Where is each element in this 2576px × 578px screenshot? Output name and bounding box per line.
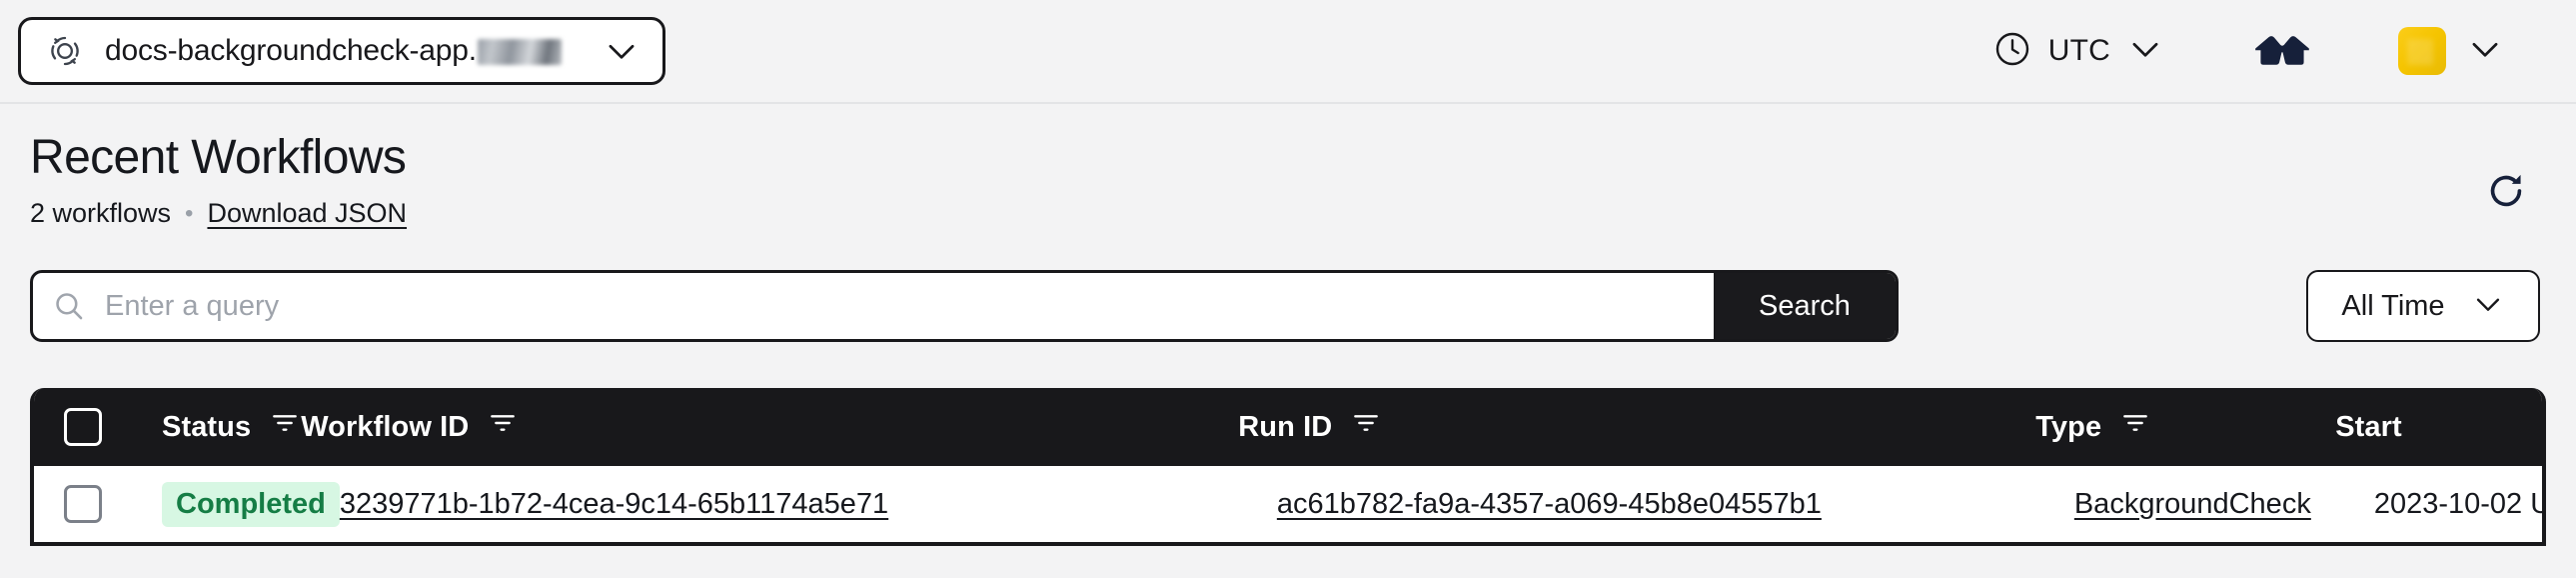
column-label: Workflow ID	[301, 410, 470, 443]
namespace-selector[interactable]: docs-backgroundcheck-app.	[18, 17, 665, 85]
chevron-down-icon[interactable]	[2126, 30, 2164, 73]
refresh-icon[interactable]	[2478, 163, 2534, 219]
download-json-link[interactable]: Download JSON	[207, 198, 408, 228]
column-label: Type	[2035, 410, 2102, 443]
filter-icon[interactable]	[269, 407, 301, 447]
time-range-value: All Time	[2341, 289, 2445, 322]
search-bar: Search	[30, 270, 1899, 342]
status-badge: Completed	[162, 481, 340, 527]
page-title: Recent Workflows	[30, 131, 407, 184]
run-id-link[interactable]: ac61b782-fa9a-4357-a069-45b8e04557b1	[1276, 487, 1822, 520]
workflow-count: 2 workflows	[30, 198, 172, 228]
filter-icon[interactable]	[1350, 407, 1382, 447]
start-time: 2023-10-02 UT	[2373, 487, 2542, 520]
search-icon	[33, 273, 105, 339]
separator-dot: •	[185, 199, 194, 227]
timezone-selector[interactable]: UTC	[1982, 23, 2174, 80]
column-header-start[interactable]: Start	[2335, 411, 2542, 444]
header-actions: UTC	[1982, 23, 2576, 80]
chevron-down-icon[interactable]	[2471, 287, 2505, 326]
column-label: Status	[162, 410, 252, 443]
column-label: Run ID	[1238, 410, 1333, 443]
page-subtitle: 2 workflows • Download JSON	[30, 198, 407, 229]
row-checkbox[interactable]	[64, 485, 102, 523]
column-header-workflow-id[interactable]: Workflow ID	[301, 407, 1238, 447]
avatar[interactable]	[2398, 27, 2446, 75]
clock-icon	[1992, 29, 2032, 74]
cell-type: BackgroundCheck	[2074, 488, 2374, 521]
search-button[interactable]: Search	[1714, 273, 1896, 339]
table-row[interactable]: Completed 3239771b-1b72-4cea-9c14-65b117…	[34, 466, 2542, 546]
column-header-run-id[interactable]: Run ID	[1238, 407, 2035, 447]
select-all-cell	[34, 408, 162, 446]
table-header-row: Status Workflow ID Run ID	[34, 388, 2542, 466]
column-label: Start	[2335, 410, 2402, 443]
workflow-type-link[interactable]: BackgroundCheck	[2073, 487, 2311, 520]
select-all-checkbox[interactable]	[64, 408, 102, 446]
cell-run-id: ac61b782-fa9a-4357-a069-45b8e04557b1	[1277, 488, 2074, 521]
top-header-bar: docs-backgroundcheck-app. UTC	[0, 0, 2576, 104]
3d-glasses-icon[interactable]	[2252, 27, 2312, 75]
chevron-down-icon[interactable]	[2466, 30, 2504, 73]
user-menu[interactable]	[2398, 27, 2504, 75]
cell-workflow-id: 3239771b-1b72-4cea-9c14-65b1174a5e71	[340, 488, 1277, 521]
chevron-down-icon[interactable]	[603, 32, 641, 70]
search-input[interactable]	[105, 273, 1714, 339]
cell-start: 2023-10-02 UT	[2374, 488, 2542, 521]
time-range-select[interactable]: All Time	[2306, 270, 2540, 342]
workflows-table: Status Workflow ID Run ID	[30, 388, 2546, 546]
filter-icon[interactable]	[487, 407, 519, 447]
cell-status: Completed	[162, 481, 340, 527]
column-header-type[interactable]: Type	[2035, 407, 2335, 447]
column-header-status[interactable]: Status	[162, 407, 301, 447]
timezone-label: UTC	[2047, 34, 2110, 67]
namespace-name: docs-backgroundcheck-app.	[105, 34, 562, 68]
namespace-redacted-suffix	[477, 39, 562, 66]
filter-icon[interactable]	[2119, 407, 2151, 447]
namespace-circular-arrows-icon	[45, 31, 85, 71]
row-select-cell	[34, 485, 162, 523]
workflow-id-link[interactable]: 3239771b-1b72-4cea-9c14-65b1174a5e71	[339, 487, 889, 520]
